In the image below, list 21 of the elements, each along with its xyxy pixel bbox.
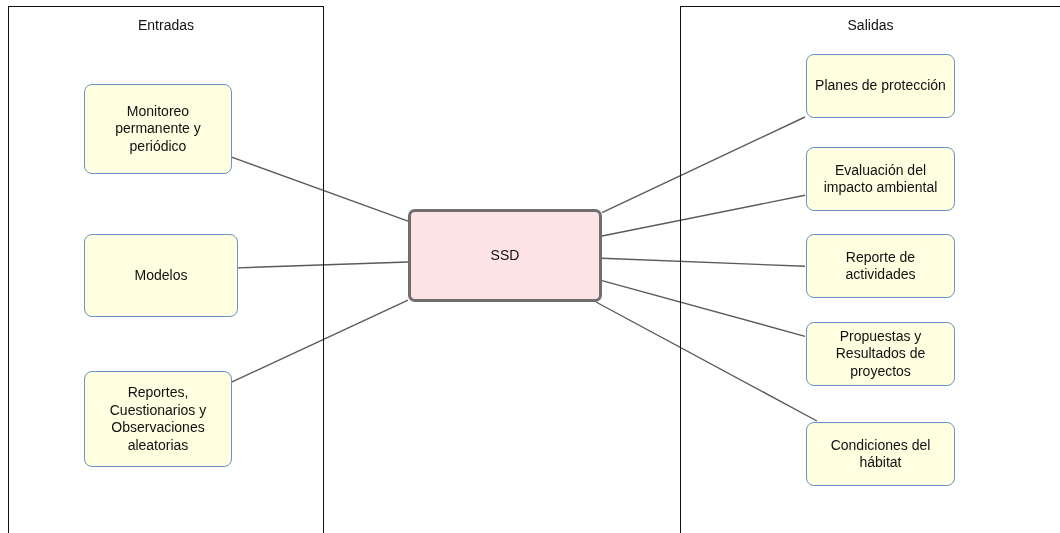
process-box: Monitoreo permanente y periódico xyxy=(84,84,232,174)
process-box: Reporte de actividades xyxy=(806,234,955,298)
connector-line xyxy=(230,156,409,222)
process-box: Propuestas y Resultados de proyectos xyxy=(806,322,955,386)
group-panel xyxy=(8,6,324,533)
connector-line xyxy=(601,257,806,267)
connector-line xyxy=(601,194,806,237)
group-panel xyxy=(680,6,1060,533)
process-box: Reportes, Cuestionarios y Observaciones aleatorias xyxy=(84,371,232,467)
process-box: Modelos xyxy=(84,234,238,317)
panel-heading: Salidas xyxy=(847,17,894,33)
connector-line xyxy=(236,261,409,269)
connector-line xyxy=(601,279,806,338)
system-box: SSD xyxy=(408,209,602,302)
panel-heading: Entradas xyxy=(137,17,194,33)
connector-line xyxy=(230,299,409,384)
connector-line xyxy=(595,301,818,422)
connector-line xyxy=(601,116,806,214)
process-box: Condiciones del hábitat xyxy=(806,422,955,486)
process-box: Planes de protección xyxy=(806,54,955,118)
process-box: Evaluación del impacto ambiental xyxy=(806,147,955,211)
